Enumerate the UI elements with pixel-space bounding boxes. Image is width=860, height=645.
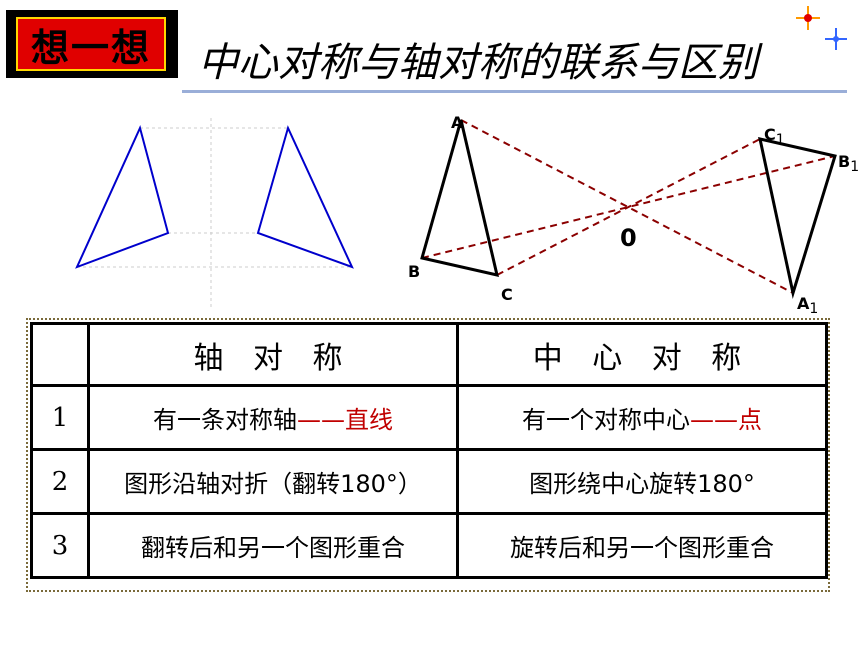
line-AA1 xyxy=(460,119,794,294)
label-C: C xyxy=(501,285,513,304)
label-B: B xyxy=(408,262,420,281)
sparkle-icon-red xyxy=(796,6,820,30)
badge-label: 想一想 xyxy=(16,17,166,71)
axis-cell: 有一条对称轴——直线 xyxy=(87,384,459,451)
table-row: 2 图形沿轴对折（翻转180°） 图形绕中心旋转180° xyxy=(30,448,828,515)
sparkle-icon-blue xyxy=(825,28,847,50)
axis-symmetry-figure xyxy=(75,118,354,310)
right-triangle xyxy=(256,125,354,269)
row-number: 1 xyxy=(30,384,90,451)
label-O: 0 xyxy=(620,224,637,252)
center-cell: 有一个对称中心——点 xyxy=(456,384,828,451)
label-B1: B1 xyxy=(838,152,859,175)
center-cell: 旋转后和另一个图形重合 xyxy=(456,512,828,579)
header-axis-symmetry: 轴 对 称 xyxy=(87,322,459,387)
label-A: A xyxy=(451,113,464,132)
row-number: 2 xyxy=(30,448,90,515)
badge: 想一想 xyxy=(6,10,178,78)
center-cell: 图形绕中心旋转180° xyxy=(456,448,828,515)
page-title: 中心对称与轴对称的联系与区别 xyxy=(198,40,758,86)
central-symmetry-figure: A B C 0 C1 B1 A1 xyxy=(408,113,859,317)
header-empty-cell xyxy=(30,322,90,387)
label-C1: C1 xyxy=(764,125,785,148)
table-row: 3 翻转后和另一个图形重合 旋转后和另一个图形重合 xyxy=(30,512,828,579)
triangle-ABC xyxy=(420,119,500,277)
header-central-symmetry: 中 心 对 称 xyxy=(456,322,828,387)
table-frame xyxy=(26,318,830,592)
row-number: 3 xyxy=(30,512,90,579)
table-header-row: 轴 对 称 中 心 对 称 xyxy=(30,322,828,387)
triangle-A1B1C1 xyxy=(758,137,837,299)
axis-cell: 图形沿轴对折（翻转180°） xyxy=(87,448,459,515)
left-triangle xyxy=(75,125,170,269)
axis-cell: 翻转后和另一个图形重合 xyxy=(87,512,459,579)
comparison-table: 轴 对 称 中 心 对 称 1 有一条对称轴——直线 有一个对称中心——点 2 … xyxy=(30,322,828,579)
title-underline xyxy=(182,90,847,93)
label-A1: A1 xyxy=(797,294,818,317)
symmetry-diagrams: A B C 0 C1 B1 A1 xyxy=(75,6,859,317)
table-row: 1 有一条对称轴——直线 有一个对称中心——点 xyxy=(30,384,828,451)
line-CC1 xyxy=(496,138,761,276)
